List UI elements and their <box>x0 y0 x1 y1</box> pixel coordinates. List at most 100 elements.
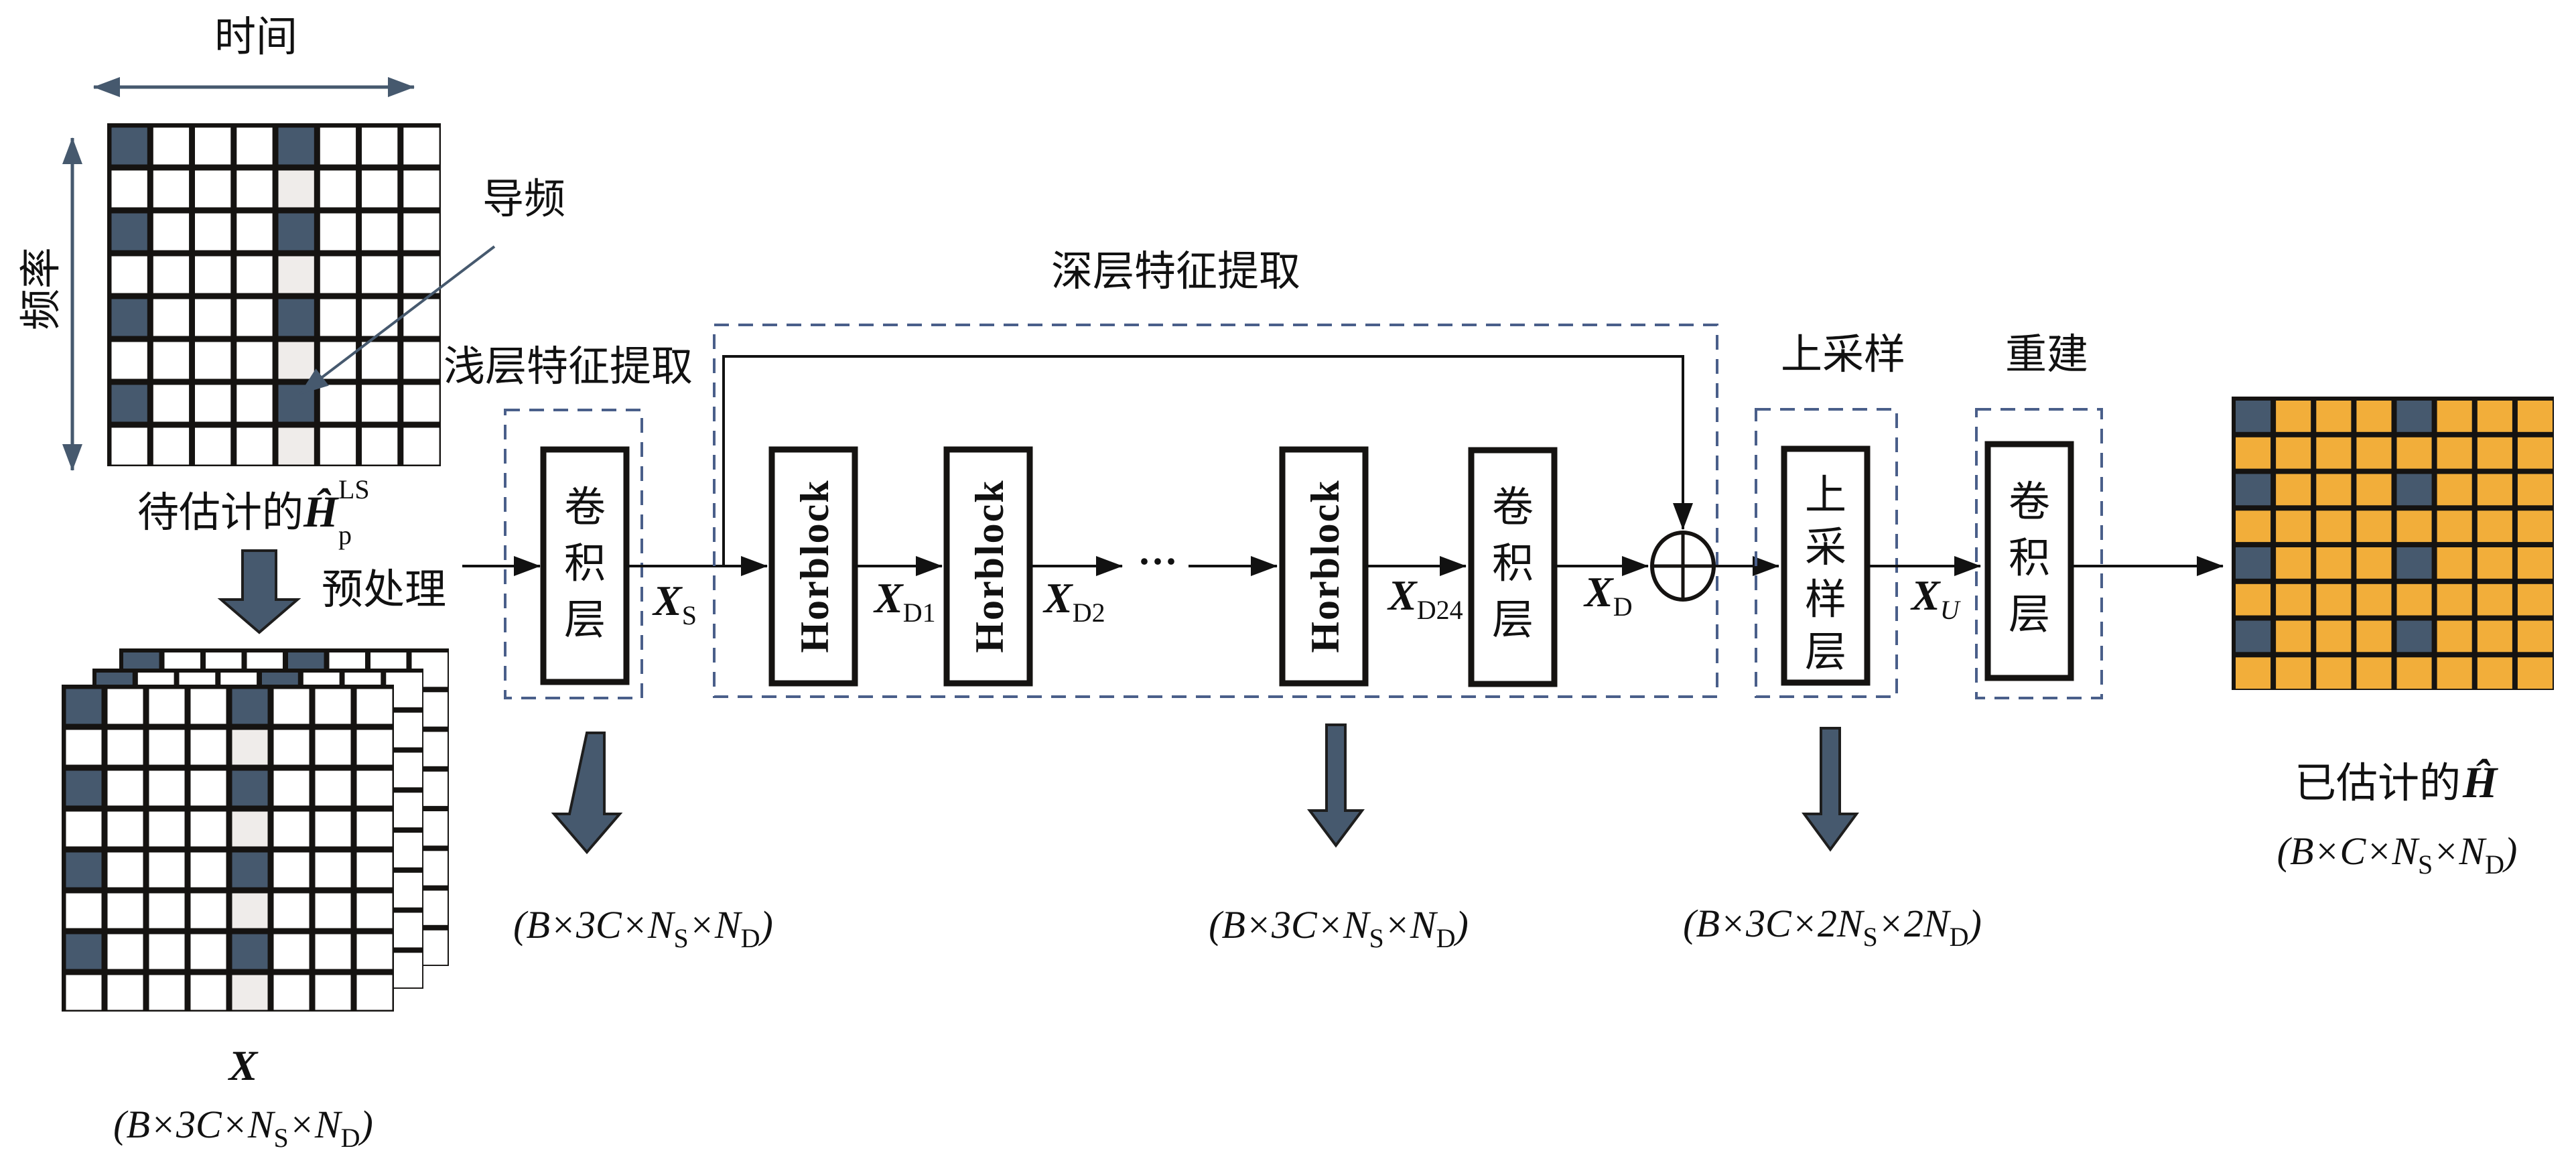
input-grid-cell <box>236 299 273 336</box>
input-grid-cell <box>362 385 398 422</box>
stack-front-cell <box>149 689 185 724</box>
output-grid-cell <box>2517 583 2553 616</box>
shallow-stage-title: 浅层特征提取 <box>444 342 693 391</box>
output-grid-cell <box>2437 437 2472 469</box>
output-grid-cell <box>2517 547 2553 579</box>
output-grid-cell <box>2276 657 2311 689</box>
frequency-axis-label: 频率 <box>16 247 65 330</box>
reconstruction-conv-label-1: 卷 <box>2009 477 2050 526</box>
stack-front-cell <box>149 852 185 888</box>
output-grid-cell <box>2477 510 2512 543</box>
output-grid-cell <box>2356 401 2392 432</box>
input-grid-cell <box>278 170 314 208</box>
input-grid-cell <box>320 213 356 251</box>
input-grid-cell <box>153 213 190 251</box>
stack-front-cell <box>190 852 226 888</box>
stack-front-pilot-cell <box>66 852 102 888</box>
input-grid-section: 时间 频率 导频 待估计的 Ĥ p LS <box>16 12 565 550</box>
shallow-conv-label-1: 卷 <box>564 482 606 531</box>
input-grid-pilot-cell <box>111 213 147 251</box>
output-grid-cell <box>2316 474 2352 506</box>
input-grid-cell <box>195 170 231 208</box>
output-grid-section: 已估计的 Ĥ (B×C×NS×ND) <box>2232 397 2554 880</box>
horblock-ellipsis: ··· <box>1138 539 1178 583</box>
stack-front-cell <box>107 934 143 969</box>
output-grid-cell <box>2316 437 2352 469</box>
input-grid-cell <box>362 127 398 165</box>
deep-stage-title: 深层特征提取 <box>1051 247 1300 295</box>
stack-front-cell <box>315 730 351 765</box>
stack-front-cell <box>273 689 310 724</box>
upsample-stage-dims: (B×3C×2NS×2ND) <box>1683 902 1982 952</box>
output-grid-cell <box>2477 401 2512 432</box>
input-grid-cell <box>320 385 356 422</box>
time-axis-label: 时间 <box>214 12 297 61</box>
input-grid-cell <box>111 342 147 379</box>
input-grid-cell <box>403 342 439 379</box>
input-grid-cell <box>403 170 439 208</box>
output-grid-cell <box>2316 547 2352 579</box>
output-grid-cell <box>2517 401 2553 432</box>
stack-front-cell <box>66 975 102 1010</box>
output-grid-cell <box>2437 547 2472 579</box>
stack-front-cell <box>315 689 351 724</box>
output-grid-cell <box>2477 620 2512 652</box>
shallow-stage-dims: (B×3C×NS×ND) <box>513 903 773 953</box>
input-grid-cell <box>236 256 273 293</box>
deep-conv-label-3: 层 <box>1492 595 1534 644</box>
input-grid-cell <box>278 342 314 379</box>
deep-conv-label-2: 积 <box>1492 539 1534 588</box>
stack-front-cell <box>273 934 310 969</box>
input-grid-cell <box>236 427 273 465</box>
output-grid-pilot-cell <box>2396 401 2432 432</box>
stack-front-cell <box>315 934 351 969</box>
input-grid-cell <box>403 256 439 293</box>
reconstruction-conv-block <box>1984 441 2074 681</box>
residual-skip-connection <box>722 355 1693 566</box>
output-grid-cell <box>2236 583 2271 616</box>
input-grid-cell <box>403 127 439 165</box>
output-grid-cell <box>2437 401 2472 432</box>
stack-front-pilot-cell <box>232 770 268 806</box>
reconstruction-conv-label-2: 积 <box>2009 533 2050 582</box>
output-grid-cell <box>2517 657 2553 689</box>
input-grid-pilot-cell <box>111 385 147 422</box>
input-grid-cell <box>236 170 273 208</box>
input-grid-cell <box>320 256 356 293</box>
output-grid-cell <box>2236 510 2271 543</box>
input-grid-cell <box>153 427 190 465</box>
input-grid-cell <box>362 256 398 293</box>
upsample-label-2: 采 <box>1805 523 1846 571</box>
input-grid-cell <box>362 342 398 379</box>
shallow-conv-label-2: 积 <box>564 539 606 588</box>
stack-front-cell <box>232 975 268 1010</box>
output-grid-pilot-cell <box>2396 474 2432 506</box>
shallow-dims-down-arrow-icon <box>551 732 623 855</box>
stack-front-cell <box>190 934 226 969</box>
stack-front-cell <box>315 811 351 847</box>
output-grid-pilot-cell <box>2396 620 2432 652</box>
output-grid-cell <box>2356 474 2392 506</box>
stack-front-cell <box>356 730 393 765</box>
input-grid-cell <box>320 427 356 465</box>
output-grid-cell <box>2316 401 2352 432</box>
stack-front-cell <box>232 811 268 847</box>
output-grid-cell <box>2276 510 2311 543</box>
upsample-stage-title: 上采样 <box>1781 330 1905 378</box>
xu-label: XU <box>1910 571 1962 625</box>
stack-front-pilot-cell <box>232 852 268 888</box>
stacked-input-symbol: X <box>228 1042 259 1089</box>
input-caption-subscript: p <box>338 520 352 550</box>
upsample-dims-down-arrow-icon <box>1802 727 1859 852</box>
output-grid-cell <box>2276 437 2311 469</box>
stack-front-cell <box>232 893 268 928</box>
deep-feature-stage: 深层特征提取 Horblock XD1 Horblock XD2 ··· Hor… <box>713 247 1718 953</box>
input-caption-symbol: Ĥ <box>303 488 340 537</box>
stack-front-cell <box>356 893 393 928</box>
upsample-block <box>1781 445 1871 686</box>
output-caption-symbol: Ĥ <box>2462 758 2499 807</box>
output-grid-cell <box>2437 510 2472 543</box>
upsample-stage: 上采样 上 采 样 层 XU (B×3C×2NS×2ND) <box>1683 330 1982 952</box>
input-grid-cell <box>278 256 314 293</box>
pilot-pointer-arrow <box>299 245 496 395</box>
